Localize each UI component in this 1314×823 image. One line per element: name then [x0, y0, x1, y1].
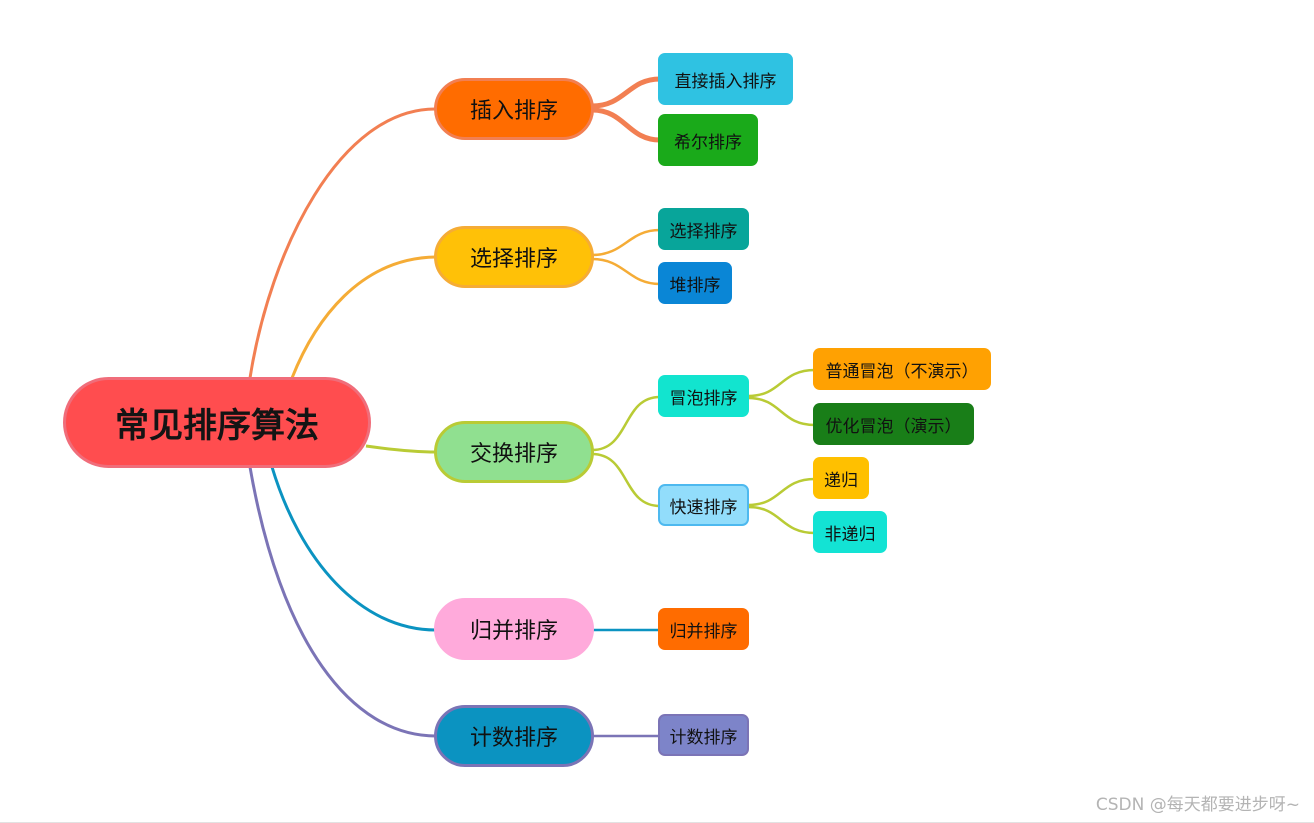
watermark: CSDN @每天都要进步呀~	[1095, 795, 1300, 815]
edge-quick-recursive	[747, 477, 816, 507]
node-normal-bubble[interactable]: 普通冒泡（不演示）	[813, 348, 991, 390]
branch-selection-sort[interactable]: 选择排序	[434, 226, 594, 288]
node-direct-insertion-sort[interactable]: 直接插入排序	[658, 53, 793, 105]
node-quick-sort[interactable]: 快速排序	[658, 484, 749, 526]
branch-counting-sort[interactable]: 计数排序	[434, 705, 594, 767]
edge-bubble-normal	[747, 368, 816, 398]
edge-swap-quick	[591, 452, 661, 508]
node-shell-sort[interactable]: 希尔排序	[658, 114, 758, 166]
edge-insert-direct	[591, 76, 661, 109]
node-heap-sort[interactable]: 堆排序	[658, 262, 732, 304]
edge-root-select	[290, 255, 437, 379]
edge-select-heap	[591, 257, 661, 286]
edge-quick-nonrecursive	[747, 505, 816, 535]
edge-root-merge	[270, 466, 437, 632]
node-recursive[interactable]: 递归	[813, 457, 869, 499]
root-node[interactable]: 常见排序算法	[63, 377, 371, 468]
branch-merge-sort[interactable]: 归并排序	[434, 598, 594, 660]
edge-root-swap	[365, 444, 437, 454]
node-merge-sort[interactable]: 归并排序	[658, 608, 749, 650]
edge-insert-shell	[591, 107, 661, 143]
edge-bubble-opt	[747, 396, 816, 427]
node-counting-sort[interactable]: 计数排序	[658, 714, 749, 756]
edge-swap-bubble	[591, 395, 661, 452]
branch-exchange-sort[interactable]: 交换排序	[434, 421, 594, 483]
edge-root-count	[248, 466, 437, 738]
node-optimized-bubble[interactable]: 优化冒泡（演示）	[813, 403, 974, 445]
node-bubble-sort[interactable]: 冒泡排序	[658, 375, 749, 417]
node-selection-sort[interactable]: 选择排序	[658, 208, 749, 250]
node-non-recursive[interactable]: 非递归	[813, 511, 887, 553]
edge-select-selsort	[591, 228, 661, 257]
branch-insertion-sort[interactable]: 插入排序	[434, 78, 594, 140]
edge-root-insert	[248, 107, 437, 379]
